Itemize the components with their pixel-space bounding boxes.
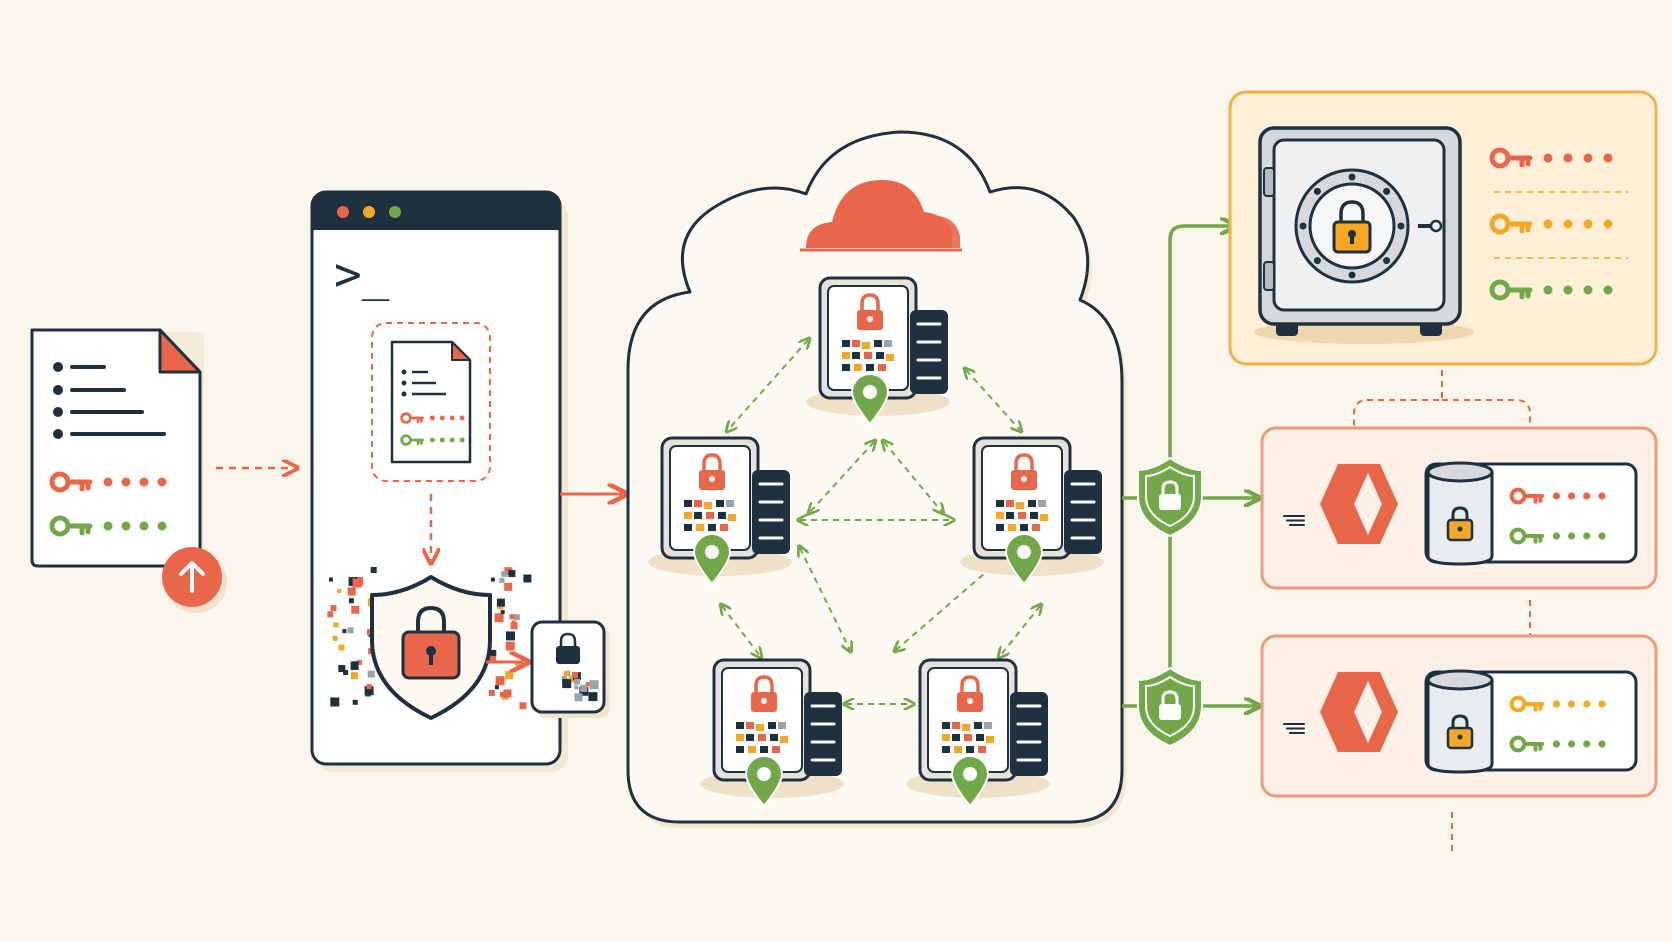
encryption-frame — [371, 322, 491, 482]
key-icon — [400, 434, 465, 446]
key-icon — [1489, 213, 1613, 235]
key-icon — [1489, 279, 1613, 301]
server-rack-icon — [1064, 470, 1102, 554]
terminal-prompt: >_ — [334, 247, 390, 301]
shield-lock-icon — [1137, 666, 1203, 748]
location-pin-icon — [692, 533, 732, 586]
safe-vault-icon — [1254, 126, 1474, 344]
window-minimize-dot — [363, 206, 375, 218]
edge-node-icon — [806, 276, 950, 426]
location-pin-icon — [850, 373, 890, 426]
location-pin-icon — [950, 755, 990, 808]
encrypted-blob-icon — [530, 620, 610, 718]
edge-node-icon — [906, 658, 1050, 808]
encryption-noise — [488, 567, 532, 710]
server-rack-icon — [910, 310, 948, 394]
server-rack-icon — [804, 692, 842, 776]
encrypted-document-icon — [390, 340, 472, 464]
vault-key-list — [1489, 147, 1628, 301]
key-icon — [1489, 147, 1613, 169]
edge-nodes — [648, 276, 1104, 808]
window-close-dot — [337, 206, 349, 218]
key-icon — [1509, 735, 1606, 753]
encryption-noise — [327, 567, 377, 707]
edge-node-icon — [960, 436, 1104, 586]
key-icon — [400, 412, 465, 424]
server-rack-icon — [752, 470, 790, 554]
source-document-icon — [30, 328, 204, 568]
workers-logo-icon — [1283, 464, 1398, 544]
shield-lock-icon — [1137, 456, 1203, 538]
database-lock-icon — [1426, 669, 1494, 774]
upload-arrow-icon — [162, 547, 227, 613]
mesh-connections — [722, 340, 1040, 704]
key-icon — [1509, 695, 1606, 713]
terminal-window: >_ — [310, 190, 568, 772]
key-icon — [49, 471, 167, 493]
key-icon — [1509, 527, 1606, 545]
cloudflare-logo — [800, 180, 962, 252]
database-lock-icon — [1426, 461, 1494, 566]
worker-instance-panel — [1260, 634, 1658, 798]
key-icon — [49, 515, 167, 537]
workers-logo-icon — [1283, 672, 1398, 752]
location-pin-icon — [744, 755, 784, 808]
server-rack-icon — [1010, 692, 1048, 776]
shield-lock-icon — [370, 575, 492, 720]
worker-instance-panel — [1260, 426, 1658, 590]
window-maximize-dot — [389, 206, 401, 218]
key-icon — [1509, 487, 1606, 505]
location-pin-icon — [1004, 533, 1044, 586]
edge-node-icon — [648, 436, 792, 586]
edge-node-icon — [700, 658, 844, 808]
